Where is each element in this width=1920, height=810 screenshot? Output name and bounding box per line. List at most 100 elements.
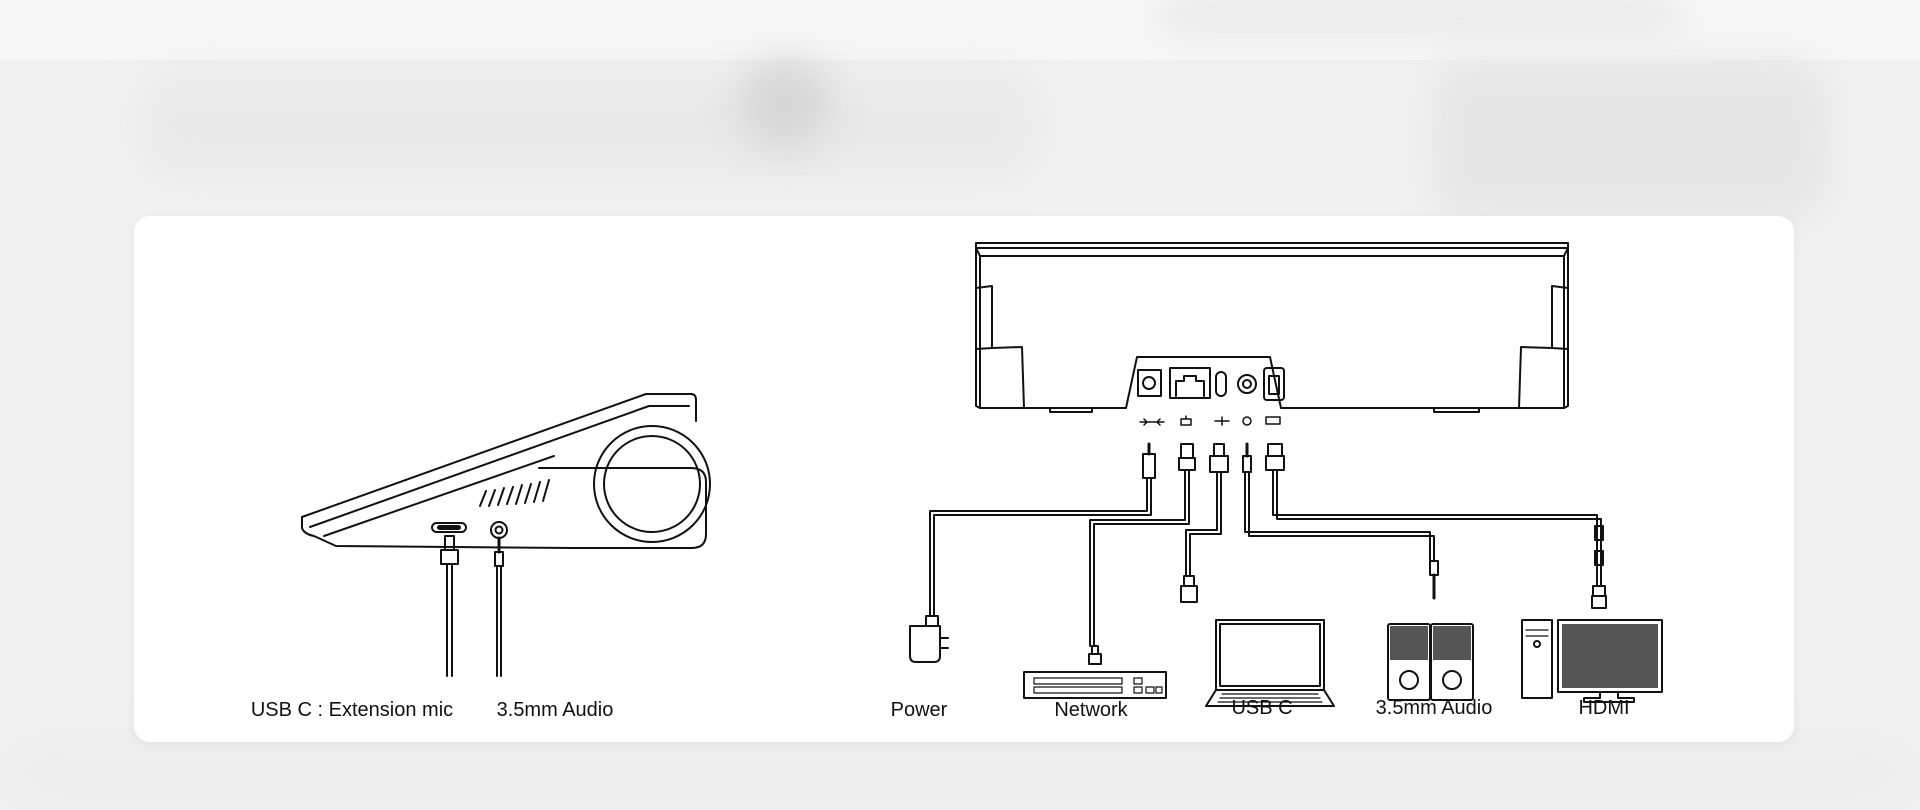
monitor-frame: [1557, 619, 1663, 693]
hdmi-ferrite-2: [1594, 550, 1604, 566]
hdmi-plug-head: [1267, 443, 1283, 457]
usb-plug-head: [1213, 443, 1225, 457]
hdmi-port-icon: [1265, 416, 1281, 425]
audio-cable-right: [1244, 471, 1435, 562]
speakers: [1387, 560, 1474, 701]
rear-ethernet-port: [1169, 367, 1211, 399]
laptop-plug-head: [1183, 575, 1195, 587]
rear-top-edge: [975, 247, 1569, 257]
rear-left-foot: [991, 346, 1025, 409]
rear-power-port-hole: [1142, 376, 1156, 390]
label-hdmi: HDMI: [1578, 697, 1630, 719]
rear-body: [979, 255, 1565, 409]
background-blur: [140, 70, 1040, 180]
rear-feet-pads: [1049, 407, 1480, 413]
network-plug-body: [1178, 457, 1196, 471]
rear-usb-c-port: [1215, 371, 1227, 397]
network-port-icon: [1180, 415, 1192, 426]
pc-tower: [1521, 619, 1553, 699]
rear-right-foot-upper: [1551, 285, 1569, 350]
laptop-screen: [1215, 619, 1325, 691]
usb-cable: [1185, 471, 1222, 577]
speaker-plug-body: [1429, 560, 1439, 576]
rear-side-edge: [975, 247, 1569, 409]
label-network: Network: [1054, 699, 1128, 721]
device-bottom-edge: [301, 516, 575, 549]
laptop-base: [1205, 689, 1335, 707]
network-switch-ports: [1033, 677, 1163, 694]
rear-hdmi-port: [1263, 367, 1285, 401]
rear-top-rim: [975, 242, 1569, 249]
side-audio-jack-hole: [494, 525, 504, 535]
usb-port-icon: [1214, 416, 1230, 426]
usb-c-plug-body: [440, 549, 459, 565]
audio-port-icon: [1242, 416, 1252, 426]
power-adapter-body: [909, 625, 941, 663]
rear-right-foot: [1518, 346, 1553, 409]
label-power: Power: [890, 699, 948, 721]
connection-diagram-card: USB C : Extension mic 3.5mm Audio Power …: [134, 216, 1794, 742]
laptop: [1180, 575, 1335, 707]
rear-audio-port: [1237, 374, 1257, 394]
network-switch-plug-body: [1088, 653, 1102, 665]
usb-c-cable: [446, 563, 453, 677]
pc-and-monitor: [1521, 585, 1663, 703]
power-adapter-prongs: [939, 637, 949, 649]
speaker-right-woofer: [1442, 670, 1462, 690]
speaker-left-grille: [1390, 626, 1428, 660]
device-top-edge: [301, 393, 697, 518]
side-usb-c-slot: [437, 525, 461, 530]
laptop-keyboard: [1217, 693, 1323, 703]
speaker-ring-outer: [593, 425, 711, 543]
device-base-outline: [538, 467, 707, 549]
power-cable: [929, 477, 1152, 617]
laptop-screen-inner: [1219, 623, 1321, 687]
connection-diagram: [301, 242, 1663, 707]
hdmi-ferrite-1: [1594, 525, 1604, 541]
audio-cable: [496, 565, 502, 677]
device-screen-line: [309, 405, 690, 528]
power-plug-body: [1142, 453, 1156, 479]
power-port-icon: [1139, 418, 1165, 426]
rear-audio-port-hole: [1242, 379, 1252, 389]
side-view-device: [301, 393, 711, 677]
laptop-plug-body: [1180, 585, 1198, 603]
power-adapter-cable-joint: [925, 615, 939, 627]
power-adapter: [909, 615, 949, 663]
background-blur: [0, 740, 1920, 810]
background-blur: [1160, 0, 1680, 30]
monitor-stand: [1583, 691, 1635, 703]
vent-slots: [479, 479, 550, 507]
rear-plugs: [1142, 442, 1285, 479]
background-blur: [740, 60, 830, 150]
monitor-plug-body: [1591, 595, 1607, 609]
pc-tower-bays: [1525, 629, 1549, 637]
monitor-plug-head: [1592, 585, 1606, 597]
device-inner-line: [323, 455, 555, 537]
network-cable: [1089, 469, 1190, 647]
rear-view-device: [975, 242, 1569, 426]
network-switch-plug: [1091, 645, 1099, 655]
pc-tower-button: [1533, 640, 1541, 648]
usb-plug-body: [1209, 455, 1229, 473]
rear-ethernet-socket: [1175, 375, 1205, 397]
network-plug-head: [1180, 443, 1194, 459]
rear-left-foot-upper: [975, 285, 993, 350]
rear-power-port: [1137, 369, 1162, 397]
monitor-screen: [1562, 624, 1658, 688]
port-icons: [1139, 415, 1281, 426]
background-blur: [1430, 60, 1830, 220]
network-switch: [1023, 645, 1167, 699]
hdmi-plug-body: [1265, 455, 1285, 471]
side-audio-jack: [490, 521, 508, 539]
audio-plug-body: [494, 551, 504, 567]
cables: [929, 469, 1604, 647]
audio-plug-body2: [1242, 455, 1252, 473]
speaker-right: [1430, 623, 1474, 701]
label-usb-c: USB C: [1231, 697, 1293, 719]
label-usb-c-extension-mic: USB C : Extension mic: [250, 699, 454, 721]
side-usb-c-port: [431, 522, 467, 533]
rear-hdmi-socket: [1268, 375, 1280, 395]
network-switch-body: [1023, 671, 1167, 699]
label-rear-audio: 3.5mm Audio: [1375, 697, 1493, 719]
